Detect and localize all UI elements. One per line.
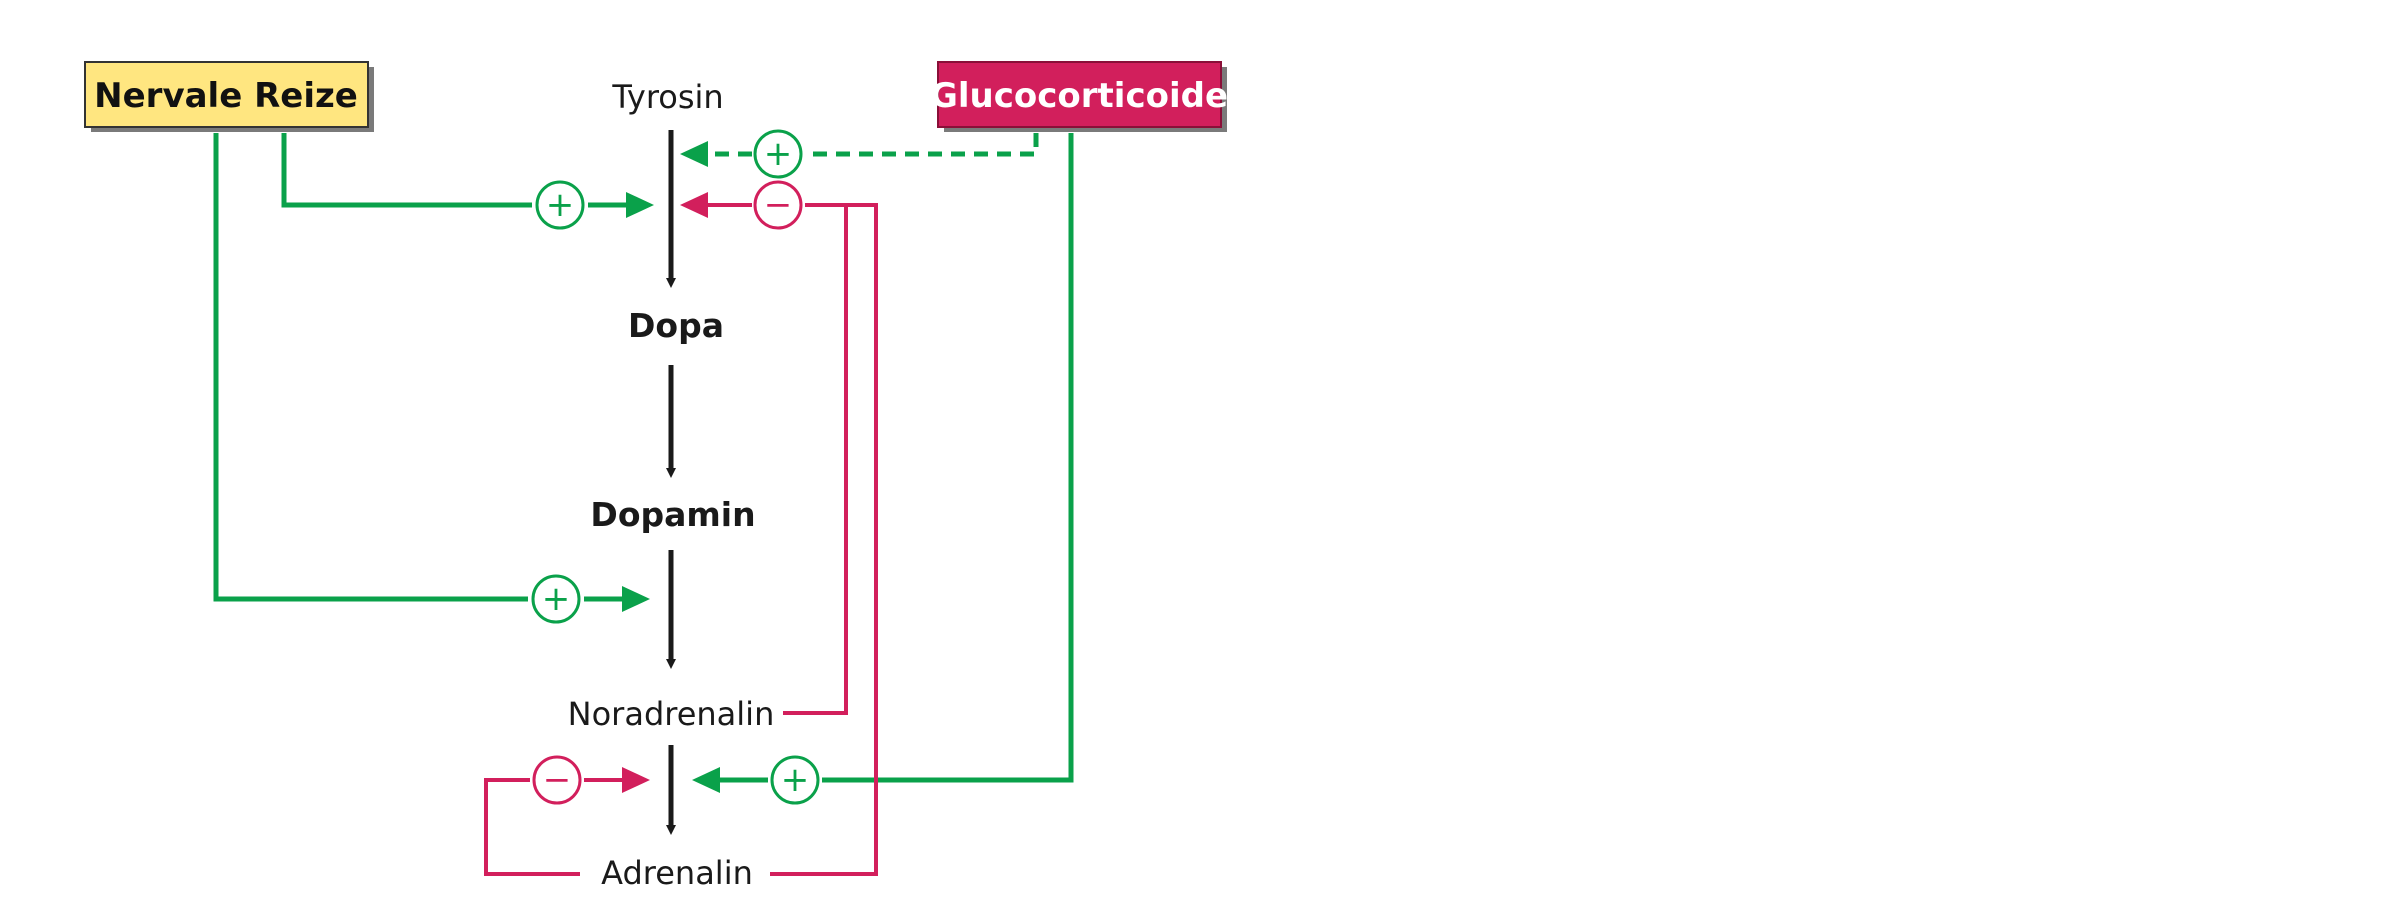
minus-sign-feedback-tyrosin: − <box>753 180 803 230</box>
plus-symbol: + <box>781 760 810 800</box>
plus-sign-nervale-tyrosin: + <box>535 180 585 230</box>
nervale-to-dopamin-line <box>213 133 528 602</box>
feedback-inhibition <box>484 203 878 876</box>
plus-circle <box>531 574 581 624</box>
plus-circle <box>535 180 585 230</box>
feedback-tyrosin-arrowhead <box>680 192 708 218</box>
nervale-reize-box-bg <box>84 61 369 128</box>
nervale-dopamin-arrowhead <box>622 586 650 612</box>
nervale-reize-activation <box>213 133 628 602</box>
plus-circle <box>753 129 803 179</box>
nervale-to-tyrosin-line <box>281 133 532 208</box>
tyrosin-label: Tyrosin <box>611 78 723 116</box>
adrenalin-label: Adrenalin <box>601 854 753 892</box>
glucocorticoide-activation <box>708 133 1074 783</box>
plus-sign-gluco-tyrosin: + <box>753 129 803 179</box>
adrenalin-self-feedback-line <box>484 778 580 876</box>
nervale-tyrosin-arrowhead <box>626 192 654 218</box>
dopa-label: Dopa <box>628 306 724 345</box>
plus-sign-nervale-dopamin: + <box>531 574 581 624</box>
glucocorticoide-box-bg <box>937 61 1222 128</box>
gluco-to-tyrosin-dashed-line <box>805 133 1039 157</box>
nervale-reize-box: Nervale Reize <box>84 61 374 132</box>
gluco-tyrosin-arrowhead <box>680 141 708 167</box>
plus-symbol: + <box>546 185 575 225</box>
minus-symbol: − <box>764 185 793 225</box>
minus-symbol: − <box>543 760 572 800</box>
plus-symbol: + <box>764 134 793 174</box>
adrenalin-feedback-line <box>770 203 878 876</box>
plus-symbol: + <box>542 579 571 619</box>
noradrenalin-feedback-line <box>783 203 848 715</box>
plus-sign-gluco-adrenalin: + <box>770 755 820 805</box>
plus-circle <box>770 755 820 805</box>
gluco-adrenalin-arrowhead <box>692 767 720 793</box>
gluco-to-adrenalin-line <box>822 133 1074 783</box>
dopamin-label: Dopamin <box>590 495 755 534</box>
minus-circle <box>532 755 582 805</box>
glucocorticoide-box: Glucocorticoide <box>930 61 1228 132</box>
self-feedback-arrowhead <box>622 767 650 793</box>
minus-circle <box>753 180 803 230</box>
noradrenalin-label: Noradrenalin <box>568 695 775 733</box>
glucocorticoide-label: Glucocorticoide <box>930 76 1228 116</box>
nervale-reize-label: Nervale Reize <box>94 76 358 116</box>
minus-sign-adrenalin-self: − <box>532 755 582 805</box>
